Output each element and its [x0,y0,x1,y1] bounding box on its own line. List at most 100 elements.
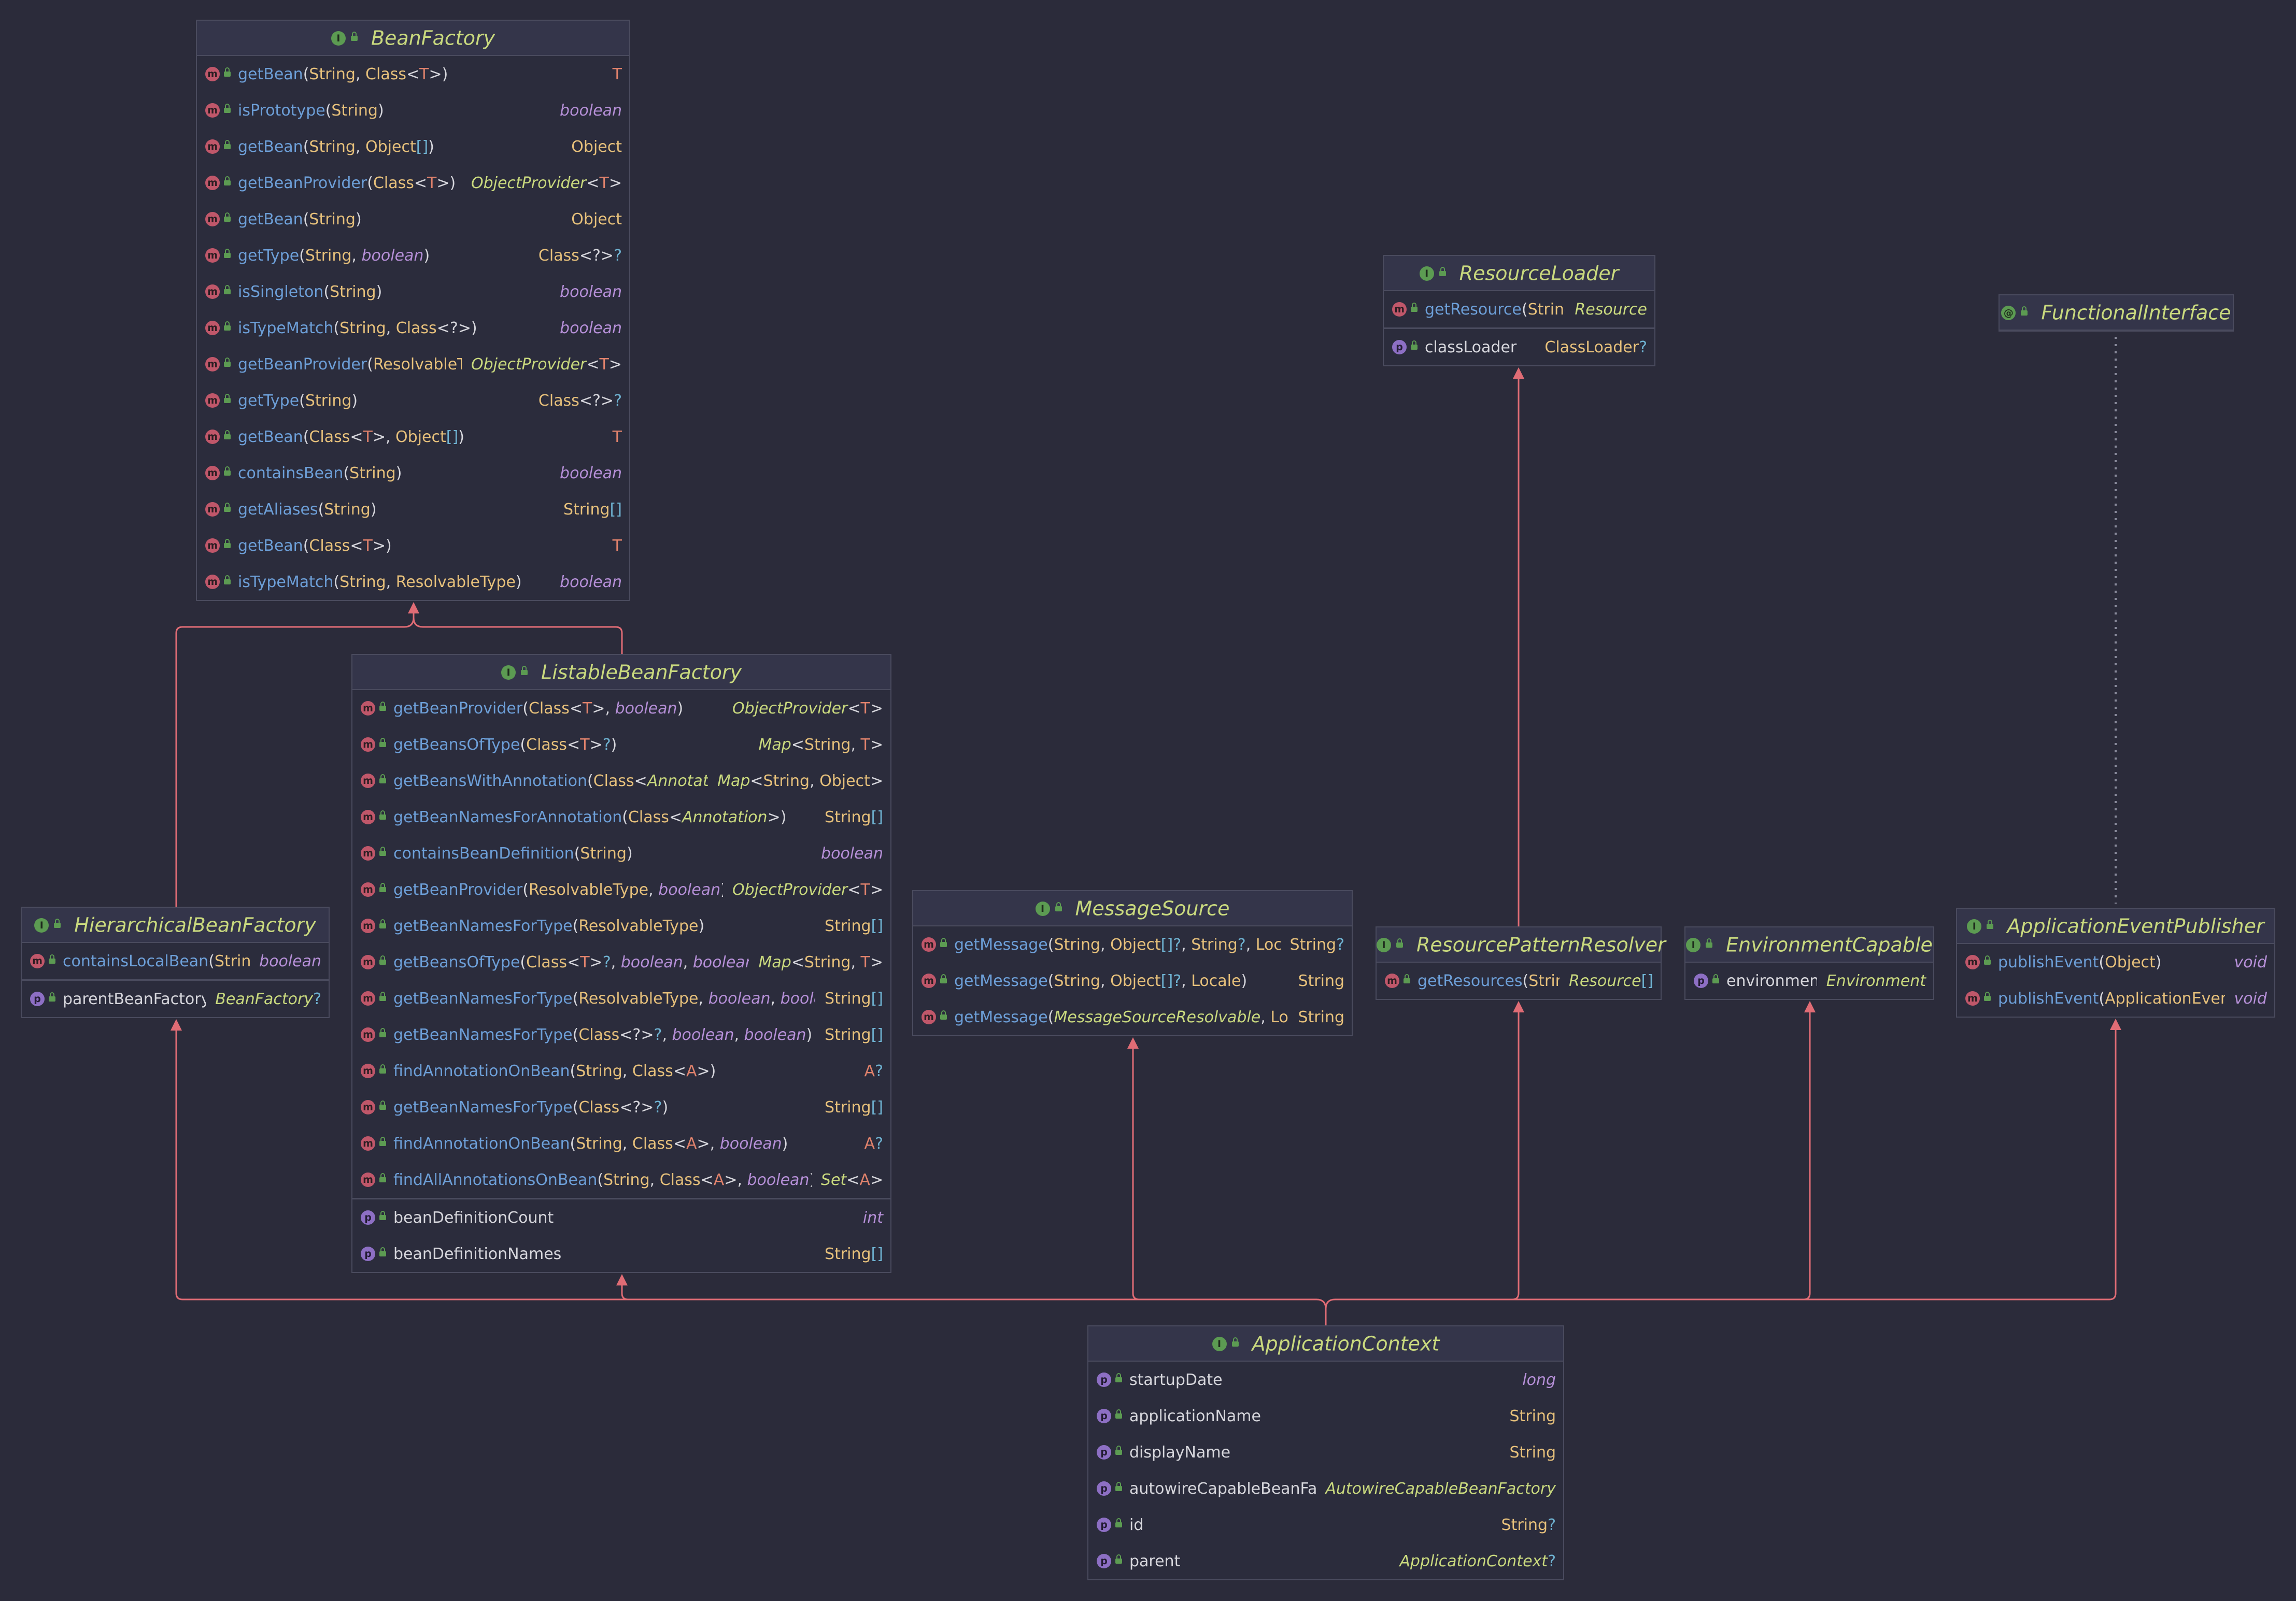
method-signature: isTypeMatch(String, ResolvableType) [238,573,550,591]
type-token: < [586,174,600,192]
class-node-resource-loader[interactable]: IResourceLoadermgetResource(String)Resou… [1383,255,1655,366]
method-icon: m [205,466,220,480]
method-signature: getBeanNamesForType(ResolvableType, bool… [393,990,815,1008]
method-signature: getBeanNamesForType(Class<?>?) [393,1098,815,1117]
method-signature: getMessage(MessageSourceResolvable, Loca… [954,1008,1288,1026]
type-token: > [641,1098,654,1117]
type-token: A [864,1062,875,1080]
return-type: boolean [821,845,883,863]
type-token: > [608,174,622,192]
method-name: getBean [238,427,303,446]
type-token: String [1528,971,1560,990]
type-token: void [2234,953,2267,971]
class-node-functional-interface[interactable]: @FunctionalInterface [1999,294,2234,332]
property-name: parent [1129,1552,1181,1570]
method-name: getBeansOfType [393,953,520,971]
type-token: String [825,1025,871,1044]
property-row[interactable]: pautowireCapableBeanFactoryAutowireCapab… [1088,1470,1563,1507]
property-icon: p [1097,1409,1111,1423]
param: boolean [621,953,683,971]
type-token: boolean [719,1134,782,1153]
paren: ( [367,174,373,192]
class-header[interactable]: @FunctionalInterface [2000,295,2233,331]
return-type: A? [864,1135,883,1153]
type-token: boolean [361,246,424,265]
param: String [309,138,356,156]
comma: , [737,1170,747,1189]
type-token: Map [758,735,791,754]
param: Class<T> [529,699,605,718]
method-row[interactable]: mgetBeansWithAnnotation(Class<Annotation… [352,763,890,799]
method-row[interactable]: mgetBeanProvider(ResolvableType)ObjectPr… [197,346,629,382]
return-type: T [613,537,622,555]
public-lock-icon [379,1028,386,1037]
property-icon: p [1694,974,1708,988]
type-token: T [363,427,373,446]
type-token: T [580,735,590,754]
class-name: ApplicationEventPublisher [2007,914,2264,938]
